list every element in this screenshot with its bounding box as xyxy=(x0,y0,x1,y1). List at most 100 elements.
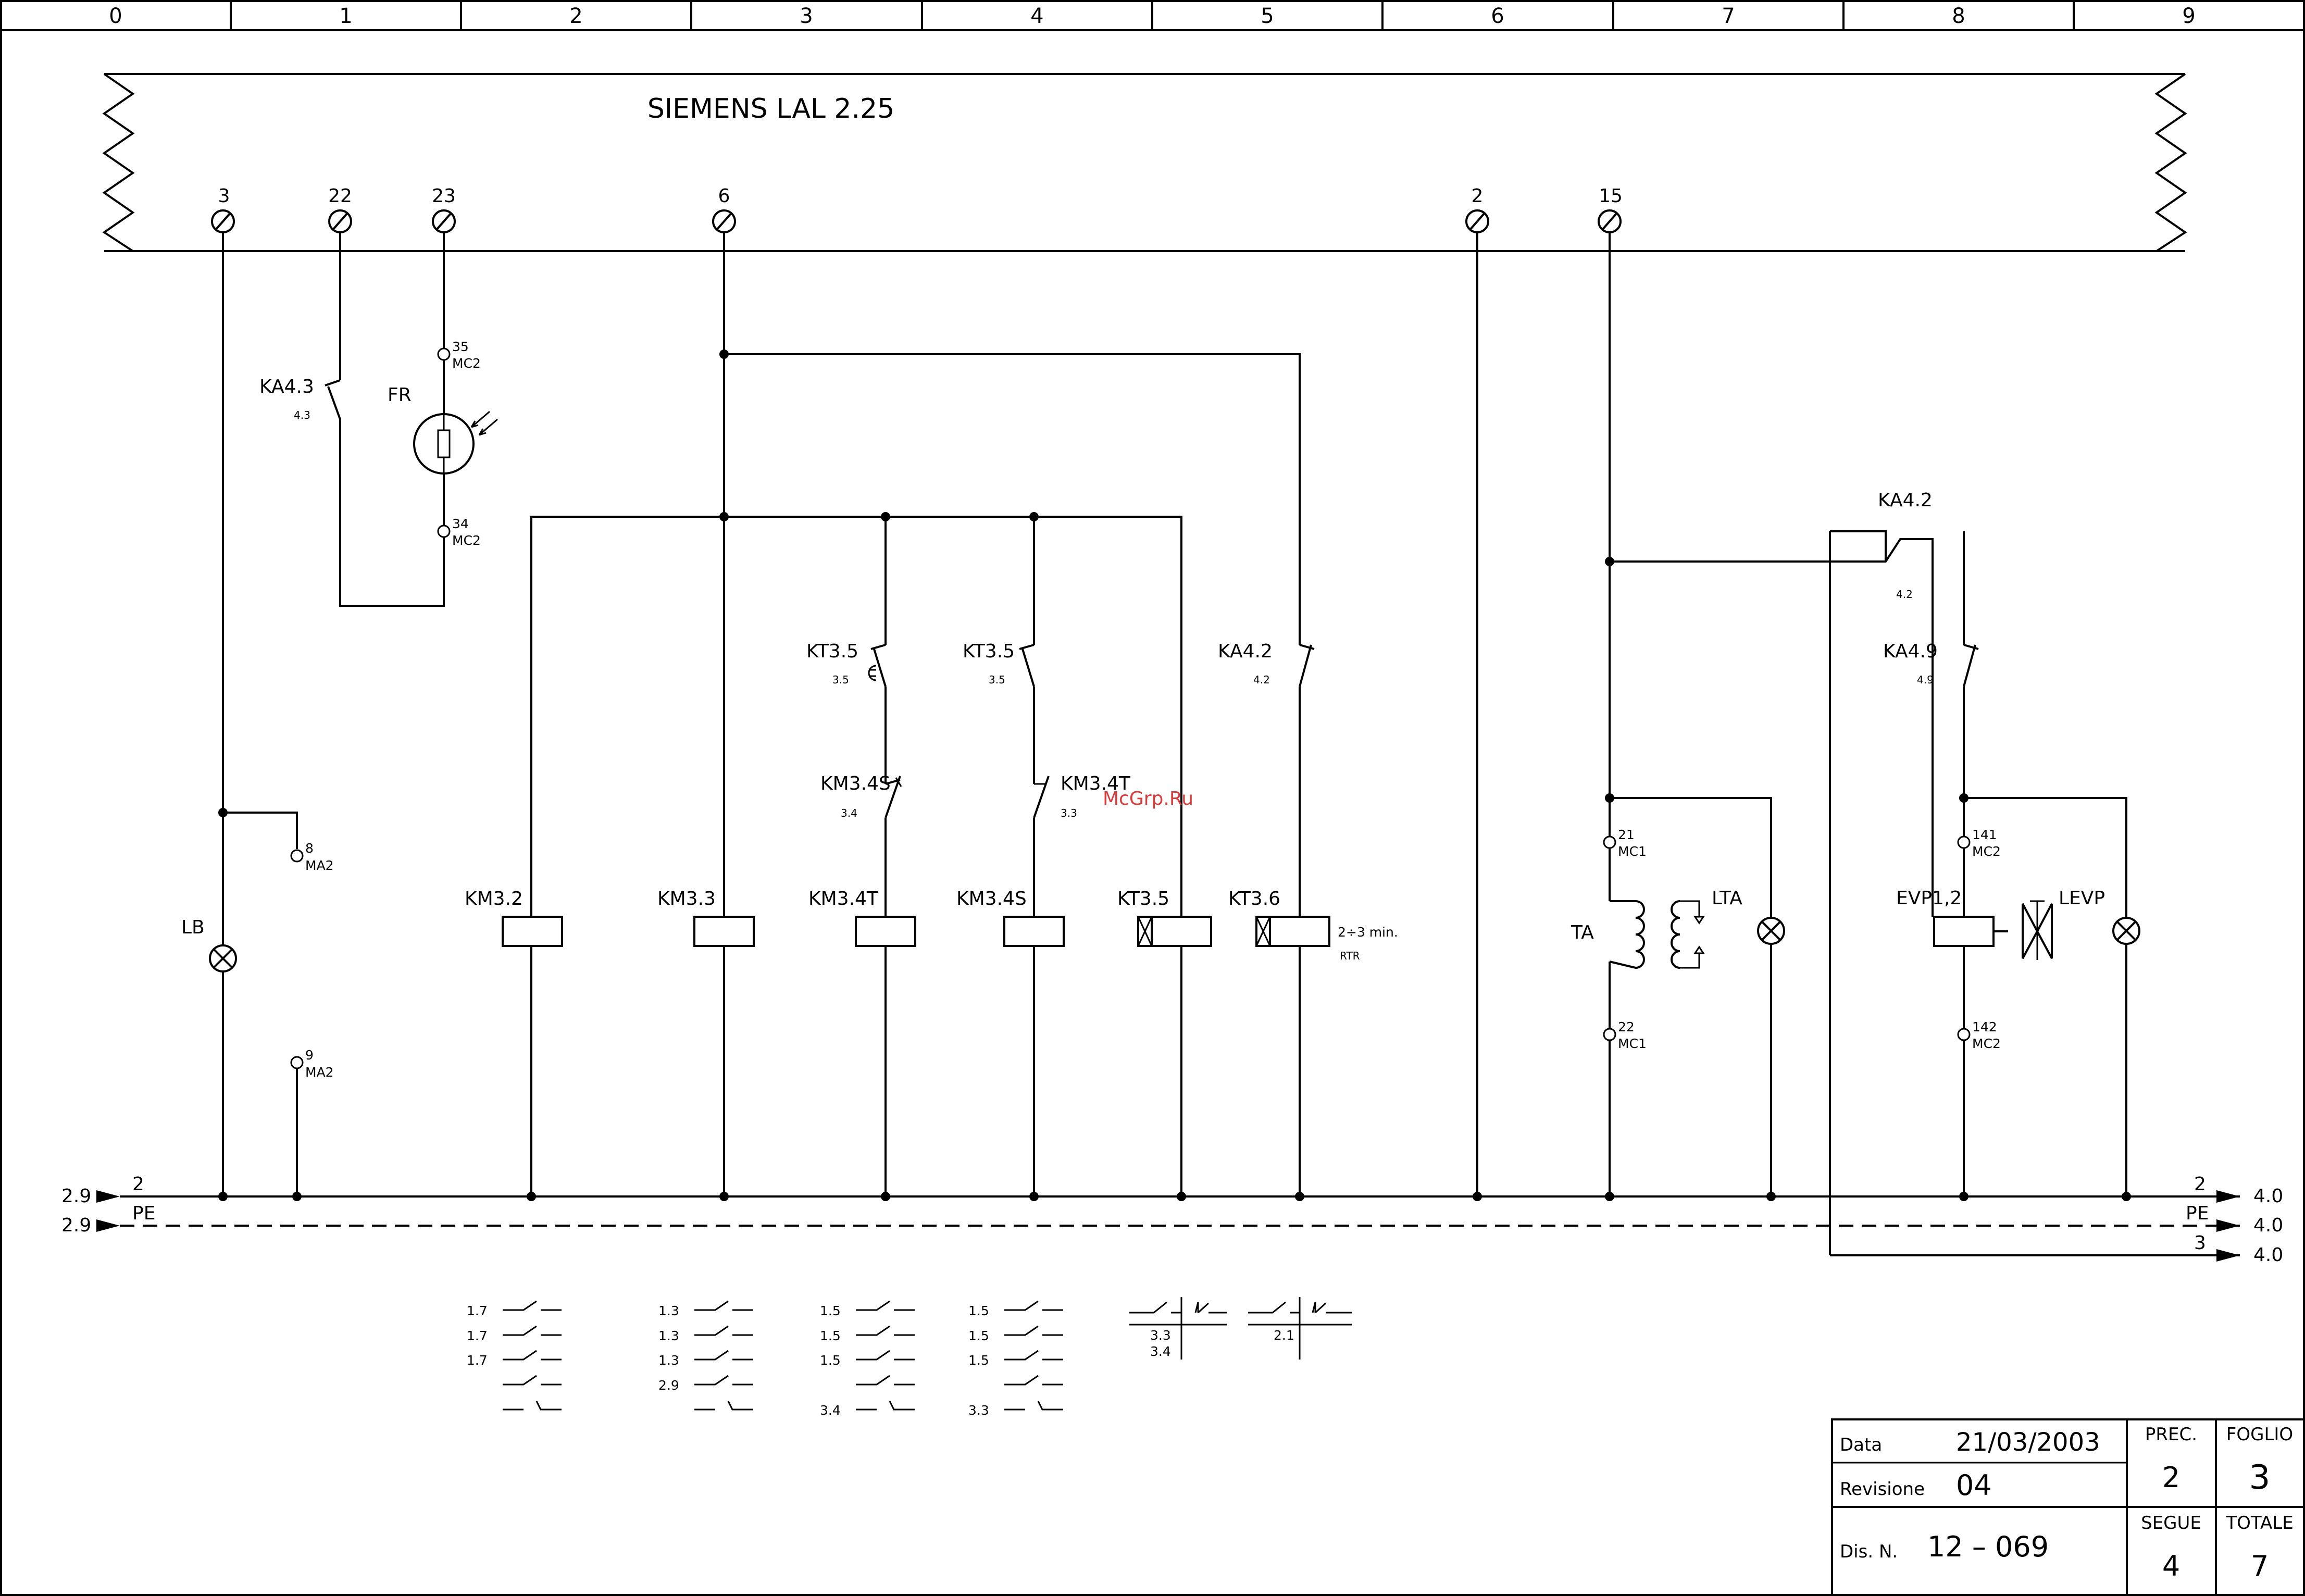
contact-ka42-ref: 4.2 xyxy=(1253,674,1270,686)
terminal-21: 21 xyxy=(1618,827,1635,842)
column-number: 1 xyxy=(339,4,352,28)
valve-evp-label: EVP1,2 xyxy=(1896,888,1962,909)
rail-label-pe: PE xyxy=(2186,1203,2209,1224)
column-number: 4 xyxy=(1030,4,1043,28)
terminal-35: 35 xyxy=(452,339,469,354)
ignition-transformer-branch: KA4.2 4.2 21 MC1 TA LTA 22 MC1 xyxy=(1571,232,1934,1196)
contact-ref: 1.7 xyxy=(467,1353,488,1368)
terminal-8-ma: MA2 xyxy=(305,858,334,873)
contact-km34s-label: KM3.4S xyxy=(820,773,891,794)
coil-km33: KM3.3 xyxy=(657,888,755,1196)
terminal-23: 23 xyxy=(432,185,456,233)
title-block-sheet-label: FOGLIO xyxy=(2226,1424,2293,1445)
column-number: 9 xyxy=(2182,4,2195,28)
bus-rails: 2.9 2.9 2 PE 2 PE 3 4.0 4.0 4.0 xyxy=(61,1174,2283,1266)
rail-in-ref: 2.9 xyxy=(61,1186,91,1207)
contact-ref: 1.5 xyxy=(820,1353,841,1368)
title-block-sheet-value: 3 xyxy=(2249,1458,2271,1497)
contact-refs-kt36: 2.1 xyxy=(1248,1297,1352,1360)
contact-ref: 1.7 xyxy=(467,1303,488,1318)
contact-ref: 3.3 xyxy=(1150,1328,1171,1343)
terminal-6: 6 xyxy=(712,185,736,233)
terminal-34-mc: MC2 xyxy=(452,533,481,548)
terminal-3: 3 xyxy=(211,185,235,233)
terminal-number: 2 xyxy=(1472,185,1484,207)
terminal-9: 9 xyxy=(305,1048,314,1063)
contact-ka42-label: KA4.2 xyxy=(1218,641,1273,662)
terminal-8: 8 xyxy=(305,841,314,856)
terminal-142: 142 xyxy=(1972,1019,1997,1034)
lamp-levp-label: LEVP xyxy=(2059,888,2105,909)
contact-ka49-ref: 4.9 xyxy=(1917,674,1934,686)
column-number: 8 xyxy=(1952,4,1965,28)
terminal-2: 2 xyxy=(1465,185,1489,233)
branch-km34s: KT3.5 3.5 KM3.4T 3.3 KM3.4S xyxy=(956,517,1131,1196)
contact-ref: 3.4 xyxy=(820,1403,841,1418)
contact-ka43-label: KA4.3 xyxy=(259,376,314,397)
rail-out-ref: 4.0 xyxy=(2253,1244,2283,1266)
detector-fr-label: FR xyxy=(388,384,412,406)
contact-ka42-ref: 4.2 xyxy=(1896,588,1913,601)
contact-ref: 1.5 xyxy=(820,1303,841,1318)
column-number: 5 xyxy=(1261,4,1274,28)
title-block-revision-value: 04 xyxy=(1956,1469,1992,1502)
column-number: 7 xyxy=(1722,4,1735,28)
column-number: 6 xyxy=(1491,4,1504,28)
terminal-15: 15 xyxy=(1598,185,1623,233)
controller-box: SIEMENS LAL 2.25 xyxy=(102,73,2187,252)
contact-refs-km33: 1.3 1.3 1.3 2.9 xyxy=(658,1300,753,1411)
lamp-lb-branch: LB 8 MA2 9 MA2 xyxy=(181,232,334,1196)
terminal-22: 22 xyxy=(328,185,352,233)
rail-out-ref: 4.0 xyxy=(2253,1215,2283,1236)
timer-kt35-label: KT3.5 xyxy=(1117,888,1169,909)
coil-km33-label: KM3.3 xyxy=(657,888,716,909)
contact-km34s-ref: 3.4 xyxy=(841,807,857,819)
contact-ka42-label: KA4.2 xyxy=(1878,490,1933,511)
rail-label-2: 2 xyxy=(2194,1174,2206,1195)
title-block-total-value: 7 xyxy=(2251,1550,2269,1582)
contact-ref: 1.3 xyxy=(658,1303,679,1318)
coil-km32-label: KM3.2 xyxy=(465,888,523,909)
terminal-35-mc: MC2 xyxy=(452,356,481,371)
contact-kt35-ref: 3.5 xyxy=(832,674,849,686)
transformer-ta-label: TA xyxy=(1571,922,1594,943)
contact-ref: 1.5 xyxy=(820,1328,841,1343)
controller-terminals: 3 22 23 6 2 15 xyxy=(211,185,1623,233)
terminal-number: 23 xyxy=(432,185,456,207)
contact-kt35-label: KT3.5 xyxy=(963,641,1015,662)
contact-ref: 2.9 xyxy=(658,1378,679,1393)
watermark-text: McGrp.Ru xyxy=(1103,788,1193,809)
terminal-9-ma: MA2 xyxy=(305,1065,334,1080)
contact-ref: 2.1 xyxy=(1274,1328,1294,1343)
contact-ka43-ref: 4.3 xyxy=(294,409,310,421)
timer-kt36-label: KT3.6 xyxy=(1228,888,1280,909)
controller-title: SIEMENS LAL 2.25 xyxy=(647,93,894,124)
terminal-34: 34 xyxy=(452,516,469,531)
title-block-prev-value: 2 xyxy=(2162,1461,2180,1494)
contact-km34t-ref: 3.3 xyxy=(1061,807,1077,819)
title-block-drawing-value: 12 – 069 xyxy=(1927,1530,2049,1563)
rail-label-pe: PE xyxy=(132,1203,155,1224)
column-number: 2 xyxy=(569,4,582,28)
contact-ref: 1.5 xyxy=(968,1303,989,1318)
contact-kt35-ref: 3.5 xyxy=(989,674,1005,686)
contact-ref: 1.3 xyxy=(658,1353,679,1368)
title-block-drawing-label: Dis. N. xyxy=(1840,1541,1898,1562)
contact-refs-km34s: 1.5 1.5 1.5 3.3 xyxy=(968,1300,1063,1418)
contact-km34t-label: KM3.4T xyxy=(1061,773,1131,794)
timer-kt36-rtr: RTR xyxy=(1340,950,1360,962)
contact-ref: 1.3 xyxy=(658,1328,679,1343)
column-number: 0 xyxy=(109,4,122,28)
title-block-total-label: TOTALE xyxy=(2225,1513,2293,1533)
contact-ref: 3.3 xyxy=(968,1403,989,1418)
contact-ref: 1.7 xyxy=(467,1328,488,1343)
junction-dots xyxy=(218,350,2131,1201)
title-block-revision-label: Revisione xyxy=(1840,1479,1925,1500)
contact-kt35-label: KT3.5 xyxy=(806,641,858,662)
contact-ref: 1.5 xyxy=(968,1328,989,1343)
rail-label-3: 3 xyxy=(2194,1232,2206,1254)
branch-km34t: KT3.5 3.5 KM3.4S 3.4 KM3.4T xyxy=(806,517,916,1196)
flame-detector-loop: KA4.3 4.3 35 MC2 FR 34 MC2 xyxy=(259,232,498,607)
